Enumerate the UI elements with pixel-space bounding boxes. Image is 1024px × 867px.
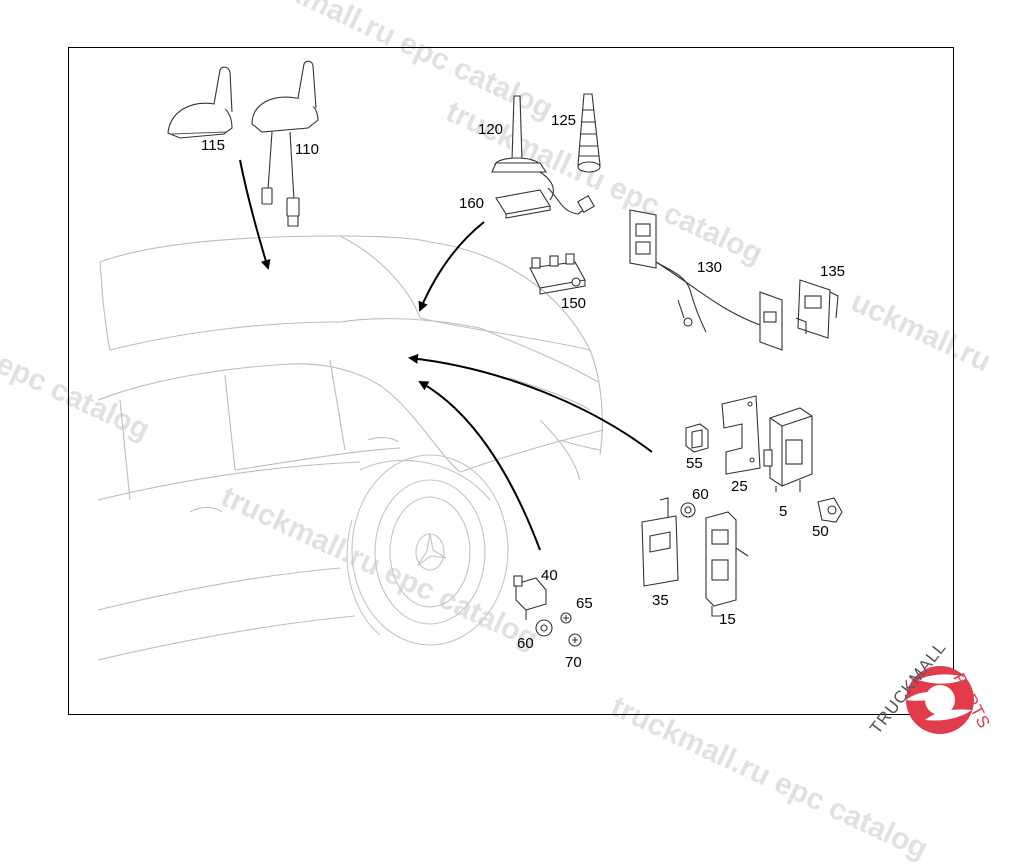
parts-diagram: truckmall.ru epc catalog truckmall.ru ep…: [0, 0, 996, 866]
bolt-50: [817, 497, 843, 523]
shark-fin-antenna-115: [167, 66, 233, 139]
part-label: 5: [779, 503, 788, 520]
rod-antenna-120: [491, 95, 554, 201]
screw-65: [560, 612, 572, 624]
part-label: 130: [697, 259, 723, 276]
wheel: [346, 454, 509, 646]
grommet-55: [685, 423, 709, 453]
diagram-frame: [68, 47, 954, 715]
cable-130: [629, 209, 783, 351]
control-unit-5: [763, 407, 813, 492]
part-label: 70: [565, 654, 582, 671]
rod-antenna-125: [577, 93, 601, 173]
car-outline: [97, 235, 605, 661]
truckmall-logo-mark: [906, 666, 974, 734]
module-160: [495, 187, 595, 219]
nut-60-lower: [535, 619, 553, 637]
bracket-135: [795, 279, 839, 339]
part-label: 50: [812, 523, 829, 540]
connector-40: [513, 575, 547, 620]
shark-fin-antenna-110: [251, 60, 319, 227]
bracket-25: [721, 395, 761, 475]
module-15: [705, 511, 749, 617]
arrow-160: [418, 221, 485, 312]
part-label: 60: [517, 635, 534, 652]
part-label: 115: [201, 137, 225, 154]
clip-150: [529, 253, 586, 295]
part-label: 135: [820, 263, 846, 280]
part-label: 160: [459, 195, 485, 212]
part-label: 120: [478, 121, 504, 138]
part-label: 110: [295, 141, 319, 158]
screw-70: [568, 633, 582, 647]
part-label: 25: [731, 478, 748, 495]
diagram-drawing: [97, 60, 974, 734]
part-label: 15: [719, 611, 736, 628]
part-label: 150: [561, 295, 587, 312]
arrows: [239, 159, 653, 551]
part-label: 40: [541, 567, 558, 584]
part-label: 35: [652, 592, 669, 609]
nut-60: [680, 502, 696, 518]
bracket-35: [641, 497, 679, 587]
part-label: 60: [692, 486, 709, 503]
arrow-lower: [418, 381, 541, 551]
part-label: 55: [686, 455, 703, 472]
part-label: 65: [576, 595, 593, 612]
arrow-right: [408, 353, 653, 453]
arrow-115: [239, 159, 271, 270]
part-label: 125: [551, 112, 577, 129]
